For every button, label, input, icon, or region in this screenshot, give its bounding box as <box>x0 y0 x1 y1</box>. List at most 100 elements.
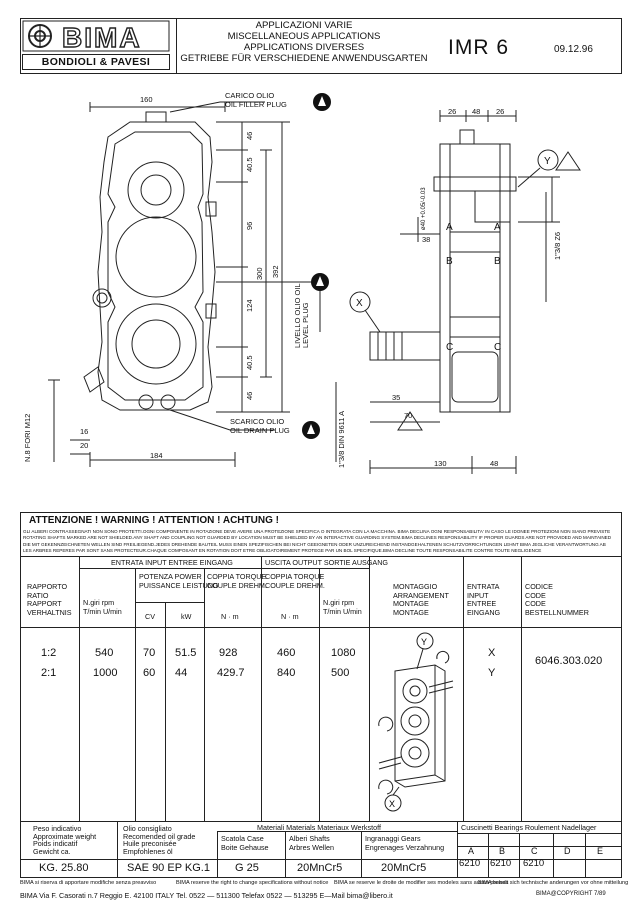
col-ratio-fr: RAPPORT <box>27 599 62 609</box>
case-l1: Scatola Case <box>221 834 264 843</box>
specification-table: ATTENZIONE ! WARNING ! ATTENTION ! ACHTU… <box>20 512 622 878</box>
bearing-col-d: D <box>564 846 571 856</box>
header-divider <box>176 18 177 74</box>
diagram-label-y: Y <box>421 637 427 647</box>
col-ratio-it: RAPPORTO <box>27 582 68 591</box>
dim-40-5b: 40.5 <box>245 355 254 370</box>
header-titles: APPLICAZIONI VARIE MISCELLANEOUS APPLICA… <box>180 20 428 64</box>
warning-triangle-bottom-icon <box>397 411 423 431</box>
rule <box>21 859 621 860</box>
warning-fr: LES ARBRES REPERES PAR SONT SANS PROTECT… <box>23 548 542 554</box>
rule <box>369 556 370 821</box>
footer-copyright: BIMA@COPYRIGHT 7/89 <box>536 891 606 897</box>
bearing-col-a: A <box>468 846 475 856</box>
ratio-cell: 2:1 <box>41 667 57 679</box>
product-code: 6046.303.020 <box>535 655 603 667</box>
rule <box>21 821 621 822</box>
input-header: ENTRATA INPUT ENTREE EINGANG <box>111 558 233 567</box>
rule <box>79 568 369 569</box>
dim-26a: 26 <box>448 107 456 116</box>
kw-cell: 44 <box>175 667 188 679</box>
shafts-value: 20MnCr5 <box>297 862 343 874</box>
rule <box>488 833 489 877</box>
code-de: BESTELLNUMMER <box>525 607 589 617</box>
dim-width-top: 160 <box>140 95 153 104</box>
rpm-in-l1: N.giri rpm <box>83 598 115 607</box>
arr-en: ARRANGEMENT <box>393 590 449 600</box>
shafts-l2: Arbres Wellen <box>289 842 335 852</box>
bearing-col-e: E <box>597 846 604 856</box>
code-fr: CODE <box>525 599 546 609</box>
logo-subtitle: BONDIOLI & PAVESI <box>22 54 170 70</box>
drawing-date: 09.12.96 <box>554 44 593 55</box>
input-cell: X <box>488 647 496 659</box>
label-b-right: B <box>494 256 501 267</box>
inp-en: INPUT <box>467 590 489 600</box>
dim-184: 184 <box>150 451 163 460</box>
rule <box>21 556 621 557</box>
power-l1: POTENZA POWER <box>139 572 202 581</box>
cv-header: CV <box>145 612 155 621</box>
oil-drain-label-en: OIL DRAIN PLUG <box>230 426 290 435</box>
rule <box>521 556 522 821</box>
label-b-left: B <box>446 256 453 267</box>
ratio-cell: 1:2 <box>41 647 57 659</box>
output-header: USCITA OUTPUT SORTIE AUSGANG <box>265 558 389 567</box>
torque-in-cell: 429.7 <box>217 667 245 679</box>
dim-spline-z6: 1"3/8 Z6 <box>553 232 562 260</box>
dim-96: 96 <box>245 222 254 230</box>
kw-cell: 51.5 <box>175 647 197 659</box>
arr-fr: MONTAGE <box>393 599 429 609</box>
rule <box>79 556 80 821</box>
oil-drain-label-it: SCARICO OLIO <box>230 417 284 426</box>
input-cell: Y <box>488 667 496 679</box>
bearing-val-b: 6210 <box>490 858 512 869</box>
rule <box>457 821 458 877</box>
rule <box>135 568 136 821</box>
oil-fr: Huile preconisée <box>123 839 177 849</box>
weight-en: Approximate weight <box>33 831 97 841</box>
nm-out-header: N · m <box>281 612 299 621</box>
warning-title: ATTENZIONE ! WARNING ! ATTENTION ! ACHTU… <box>29 515 279 526</box>
bima-logo-icon: BIMA <box>22 20 170 52</box>
dim-300: 300 <box>255 267 264 280</box>
weight-it: Peso indicativo <box>33 824 82 833</box>
logo-wordmark: BIMA <box>62 22 142 52</box>
arrangement-diagram: Y X <box>378 632 454 812</box>
diagram-label-x: X <box>389 799 395 809</box>
warning-triangle-top-icon <box>555 151 581 171</box>
torque-in-l1: COPPIA TORQUE <box>207 572 267 581</box>
rule <box>217 831 218 877</box>
rule <box>585 833 586 877</box>
inp-fr: ENTREE <box>467 599 497 609</box>
rule <box>21 627 621 628</box>
title-fr: APPLICATIONS DIVERSES <box>243 42 365 53</box>
rule <box>165 602 166 821</box>
dim-35: 35 <box>392 393 400 402</box>
weight-de: Gewicht ca. <box>33 846 71 856</box>
warning-de: DIE MIT GEKENNZEICHNETEN WELLEN SIND FRE… <box>23 541 606 547</box>
footer-it: BIMA si riserva di apportare modifiche s… <box>20 880 157 886</box>
rule <box>217 831 457 832</box>
col-ratio-de: VERHALTNIS <box>27 607 72 617</box>
rpm-out-cell: 460 <box>277 647 296 659</box>
bearing-col-b: B <box>499 846 506 856</box>
bearing-val-a: 6210 <box>459 858 481 869</box>
label-x-front: X <box>356 298 363 309</box>
dim-130: 130 <box>434 459 447 468</box>
gears-l2: Engrenages Verzahnung <box>365 842 445 852</box>
title-en: MISCELLANEOUS APPLICATIONS <box>227 31 381 42</box>
shafts-l1: Alberi Shafts <box>289 834 330 843</box>
oil-en: Recomended oil grade <box>123 831 196 841</box>
code-it: CODICE <box>525 582 553 591</box>
torque-out-cell: 1080 <box>331 647 356 659</box>
dim-26b: 26 <box>496 107 504 116</box>
oil-filler-label-it: CARICO OLIO <box>225 91 274 100</box>
label-y-side: Y <box>544 156 551 167</box>
